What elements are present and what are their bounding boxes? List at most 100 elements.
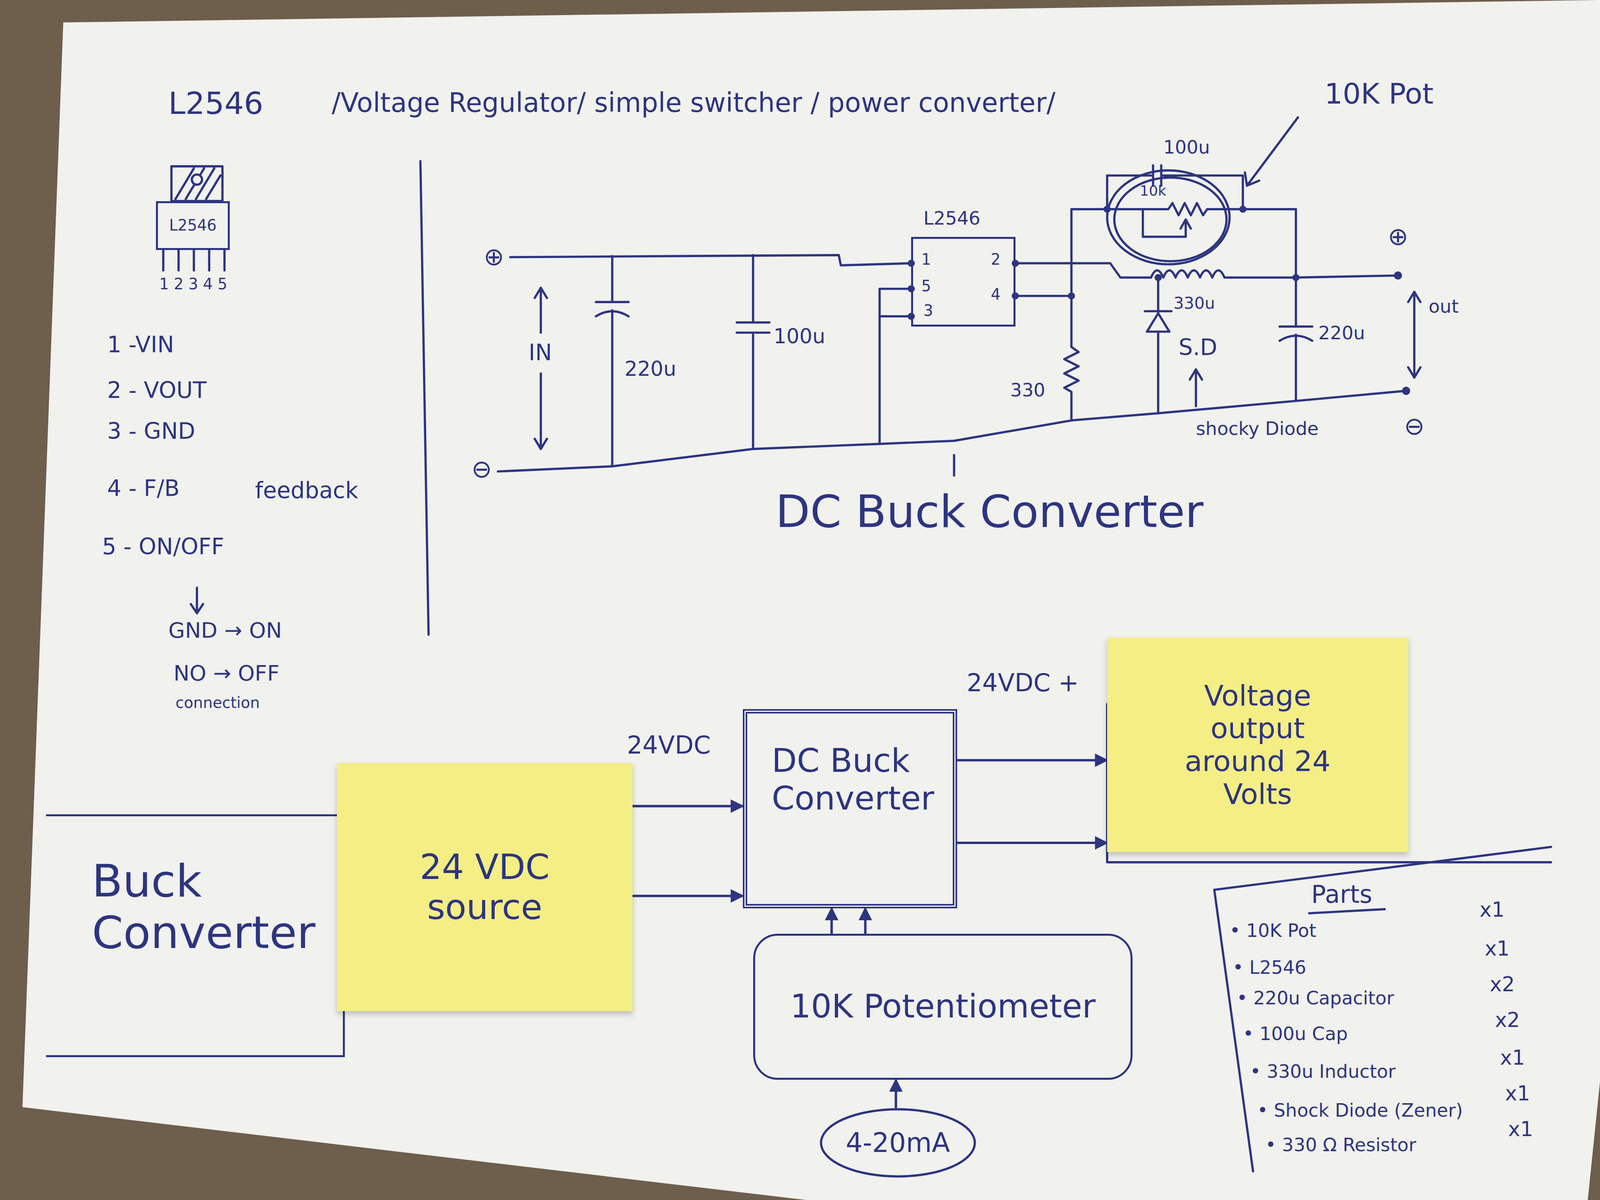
package-pins <box>163 250 225 271</box>
ground-wire <box>879 288 912 445</box>
node-text: 4-20mA <box>845 1127 950 1159</box>
signal-arrow <box>863 908 867 934</box>
annotation-label: ⊖ <box>1403 412 1425 441</box>
node-text: • L2546 <box>1232 957 1307 979</box>
junction-dot <box>1103 205 1111 213</box>
capacitor-symbol <box>1107 165 1243 210</box>
node-text: • 10K Pot <box>1229 920 1317 942</box>
annotation-label: 330 <box>1010 379 1046 401</box>
node-text: DC Buck Converter <box>771 742 951 818</box>
annotation-label: NO → OFF <box>173 661 280 686</box>
feedback-wire <box>1015 209 1108 347</box>
junction-dot <box>1154 273 1162 281</box>
input-arrows <box>534 287 547 449</box>
process-box: DC Buck Converter <box>742 709 958 908</box>
node-text: x1 <box>1484 936 1510 961</box>
signal-ellipse: 4-20mA <box>819 1107 977 1179</box>
annotation-label: 4 - F/B <box>107 475 180 502</box>
signal-arrow <box>632 894 743 898</box>
node-text: 4 <box>990 285 1001 304</box>
node-text: x1 <box>1500 1046 1525 1070</box>
junction-dot <box>1067 292 1075 300</box>
signal-arrow <box>894 1079 898 1108</box>
ellipse-outline <box>821 1109 975 1177</box>
resistor-symbol <box>1064 346 1079 421</box>
annotation-label: 100u <box>1163 136 1210 158</box>
capacitor-symbol <box>596 255 629 467</box>
annotation-label: S.D <box>1178 334 1218 361</box>
leader-arrow <box>1189 369 1202 407</box>
node-text: x1 <box>1505 1081 1531 1106</box>
annotation-label: 10K Pot <box>1324 77 1434 111</box>
junction-dot <box>1239 205 1247 213</box>
node-text: x2 <box>1494 1008 1520 1032</box>
tab-hatch <box>175 168 221 199</box>
inductor-symbol <box>1151 270 1225 278</box>
leader-arrow <box>1244 117 1299 186</box>
parts-list: Parts• 10K Potx1• L2546x1• 220u Capacito… <box>1214 862 1567 1174</box>
annotation-label: 2 - VOUT <box>107 377 207 404</box>
tab-hole <box>191 174 202 185</box>
node-text: • 100u Cap <box>1242 1023 1348 1045</box>
annotation-label: L2546 <box>168 85 264 122</box>
ground-rail <box>498 390 1407 472</box>
node-heading: Parts <box>1311 880 1373 909</box>
capacitor-symbol <box>1279 277 1313 400</box>
node-text: • Shock Diode (Zener) <box>1257 1100 1463 1122</box>
page-title: /Voltage Regulator/ simple switcher / po… <box>331 87 1056 119</box>
pot-wire <box>1242 209 1297 278</box>
down-arrow <box>190 587 204 614</box>
paper-sheet <box>22 0 1600 1200</box>
terminal-dot <box>1401 386 1411 396</box>
output-arrows <box>1408 291 1421 378</box>
annotation-label: out <box>1428 296 1459 318</box>
rounded-box: 10K Potentiometer <box>753 933 1133 1080</box>
node-text: x2 <box>1489 972 1515 997</box>
annotation-label: 100u <box>773 324 826 349</box>
signal-arrow <box>957 759 1108 762</box>
terminal-dot <box>1394 271 1403 280</box>
node-heading: L2546 <box>923 207 981 229</box>
capacitor-symbol <box>736 255 770 450</box>
annotation-label: shocky Diode <box>1196 418 1319 440</box>
junction-dot <box>1011 292 1020 300</box>
potentiometer-symbol <box>1107 203 1243 237</box>
signal-arrow <box>830 908 833 934</box>
pot-highlight <box>1107 170 1230 265</box>
annotation-label: 220u <box>1318 322 1366 344</box>
node-text: 2 <box>990 250 1001 269</box>
node-text: x1 <box>1479 898 1505 922</box>
node-text: Buck Converter <box>91 855 343 959</box>
edge-label: 24VDC <box>624 730 714 761</box>
annotation-label: 220u <box>624 357 677 381</box>
sticky-note: 24 VDC source <box>336 763 633 1012</box>
signal-arrow <box>957 841 1108 845</box>
divider-line <box>420 161 429 635</box>
node-text: 1 <box>921 250 932 269</box>
annotation-label: 10k <box>1139 182 1167 199</box>
annotation-label: 1 2 3 4 5 <box>159 275 228 293</box>
diode-symbol <box>1144 277 1172 414</box>
input-rail <box>510 255 912 266</box>
ic-block: L254615324 <box>911 236 1016 327</box>
annotation-label: ⊖ <box>471 455 493 484</box>
caption-tick <box>952 455 956 476</box>
node-text: L2546 <box>169 216 217 235</box>
pot-highlight <box>1114 177 1227 262</box>
node-text: Voltage output around 24 Volts <box>1165 679 1350 811</box>
node-text: 10K Potentiometer <box>790 987 1096 1026</box>
annotation-label: connection <box>175 694 260 712</box>
process-box: Buck Converter <box>46 814 346 1058</box>
node-text: 24 VDC source <box>377 847 592 927</box>
sticky-note: Voltage output around 24 Volts <box>1107 637 1409 852</box>
annotation-label: GND → ON <box>168 618 282 643</box>
annotation-label: feedback <box>255 477 359 504</box>
junction-dot <box>1292 273 1300 281</box>
annotation-label: 330u <box>1173 294 1216 313</box>
node-text: x1 <box>1508 1117 1534 1141</box>
output-wire <box>1015 263 1152 278</box>
signal-arrow <box>632 804 743 808</box>
annotation-label: 5 - ON/OFF <box>101 533 225 560</box>
annotation-label: IN <box>528 339 552 366</box>
